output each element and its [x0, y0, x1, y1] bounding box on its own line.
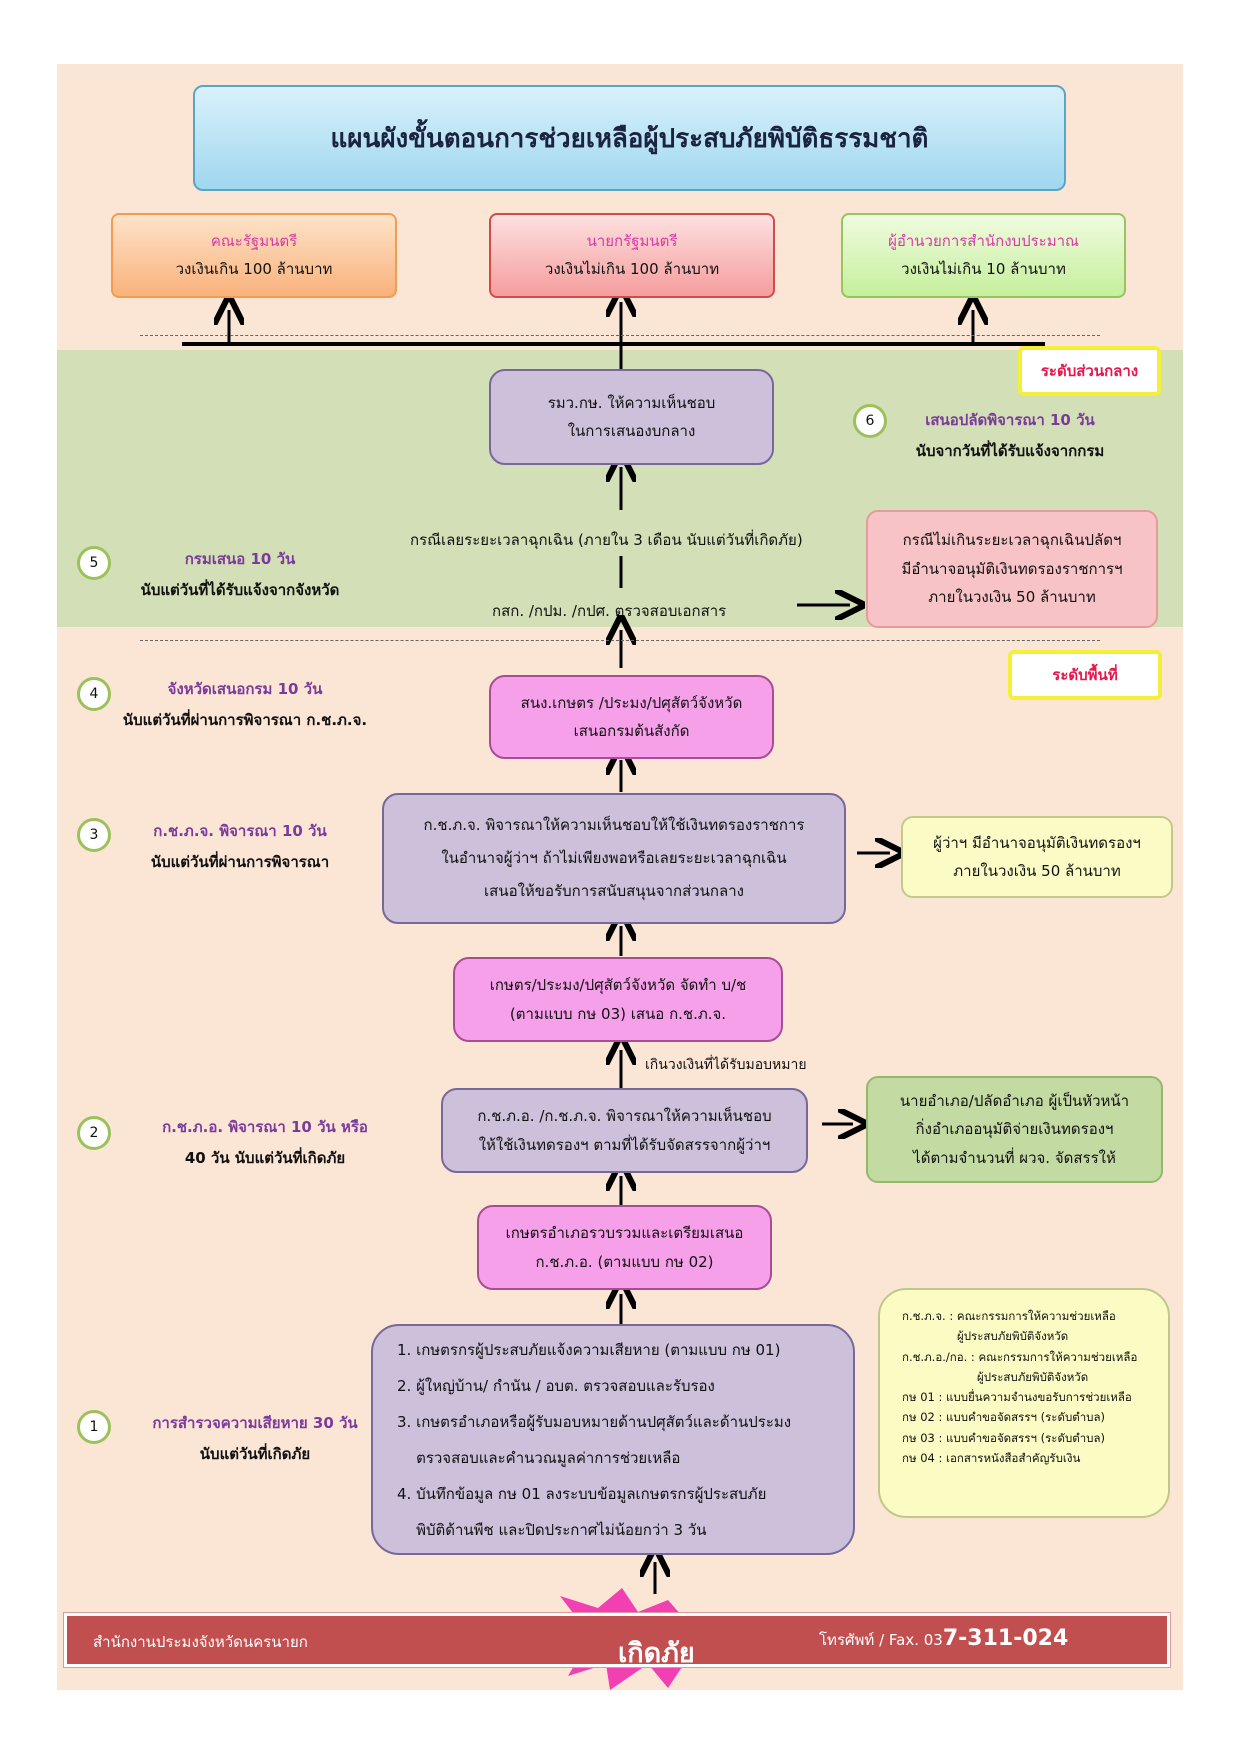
legend-item: ผู้ประสบภัยพิบัติจังหวัด — [957, 1329, 1069, 1344]
local-level-badge: ระดับพื้นที่ — [1008, 650, 1162, 700]
approver-limit: วงเงินไม่เกิน 100 ล้านบาท — [544, 259, 720, 278]
step-subtitle: นับจากวันที่ได้รับแจ้งจากกรม — [915, 441, 1105, 460]
box-line: มีอำนาจอนุมัติเงินทดรองราชการฯ — [901, 559, 1123, 578]
approver-limit: วงเงินไม่เกิน 10 ล้านบาท — [901, 259, 1066, 278]
box-line: ภายในวงเงิน 50 ล้านบาท — [928, 588, 1096, 607]
step-number: 5 — [77, 546, 111, 580]
step-title: ก.ช.ภ.อ. พิจารณา 10 วัน หรือ — [162, 1118, 368, 1136]
approver-cabinet: คณะรัฐมนตรี วงเงินเกิน 100 ล้านบาท — [111, 213, 397, 298]
survey-line: 3. เกษตรอำเภอหรือผู้รับมอบหมายด้านปศุสัต… — [397, 1412, 792, 1431]
box-line: (ตามแบบ กษ 03) เสนอ ก.ช.ภ.จ. — [509, 1004, 727, 1023]
province-submit-box: สนง.เกษตร /ประมง/ปศุสัตว์จังหวัด เสนอกรม… — [489, 675, 774, 759]
approver-name: นายกรัฐมนตรี — [586, 231, 678, 250]
legend-item: กษ 03 : แบบคำขอจัดสรรฯ (ระดับตำบล) — [902, 1430, 1106, 1445]
box-line: ก.ช.ภ.อ. /ก.ช.ภ.จ. พิจารณาให้ความเห็นชอบ — [477, 1107, 772, 1125]
step-1-label: การสำรวจความเสียหาย 30 วัน นับแต่วันที่เ… — [120, 1408, 390, 1470]
step-title: จังหวัดเสนอกรม 10 วัน — [167, 680, 323, 698]
divider-middle — [140, 640, 1100, 641]
step-number: 4 — [77, 677, 111, 711]
step-subtitle: นับแต่วันที่ผ่านการพิจารณา — [150, 852, 330, 871]
box-line: ก.ช.ภ.จ. พิจารณาให้ความเห็นชอบให้ใช้เงิน… — [423, 816, 805, 834]
phone-label: โทรศัพท์ / Fax. 03 — [819, 1631, 943, 1649]
approver-name: ผู้อำนวยการสำนักงบประมาณ — [888, 231, 1079, 250]
step-6-label: เสนอปลัดพิจารณา 10 วัน นับจากวันที่ได้รั… — [890, 405, 1130, 467]
step-title: เสนอปลัดพิจารณา 10 วัน — [925, 411, 1095, 429]
step-subtitle: นับแต่วันที่เกิดภัย — [199, 1444, 311, 1463]
step-4-label: จังหวัดเสนอกรม 10 วัน นับแต่วันที่ผ่านกา… — [110, 674, 380, 736]
within-emergency-box: กรณีไม่เกินระยะเวลาฉุกเฉินปลัดฯ มีอำนาจอ… — [866, 510, 1158, 628]
emergency-note: กรณีเลยระยะเวลาฉุกเฉิน (ภายใน 3 เดือน นั… — [410, 531, 803, 549]
office-name: สำนักงานประมงจังหวัดนครนายก — [93, 1633, 308, 1651]
box-line: นายอำเภอ/ปลัดอำเภอ ผู้เป็นหัวหน้า — [899, 1091, 1130, 1110]
box-line: ในการเสนองบกลาง — [567, 422, 696, 440]
box-line: กรณีไม่เกินระยะเวลาฉุกเฉินปลัดฯ — [902, 531, 1122, 550]
box-line: ก.ช.ภ.อ. (ตามแบบ กษ 02) — [535, 1252, 714, 1271]
approver-limit: วงเงินเกิน 100 ล้านบาท — [175, 259, 333, 278]
step-number: 3 — [77, 818, 111, 852]
box-line: ในอำนาจผู้ว่าฯ ถ้าไม่เพียงพอหรือเลยระยะเ… — [441, 849, 787, 867]
disaster-label: เกิดภัย — [618, 1638, 695, 1669]
province-prepare-box: เกษตร/ประมง/ปศุสัตว์จังหวัด จัดทำ บ/ช (ต… — [453, 957, 783, 1042]
step-subtitle: นับแต่วันที่ผ่านการพิจารณา ก.ช.ภ.จ. — [122, 710, 368, 729]
box-line: ภายในวงเงิน 50 ล้านบาท — [953, 862, 1121, 880]
box-line: เกษตร/ประมง/ปศุสัตว์จังหวัด จัดทำ บ/ช — [489, 976, 747, 994]
central-level-badge: ระดับส่วนกลาง — [1018, 346, 1161, 396]
box-line: ได้ตามจำนวนที่ ผวจ. จัดสรรให้ — [913, 1148, 1116, 1167]
step-title: กรมเสนอ 10 วัน — [184, 550, 296, 568]
approver-name: คณะรัฐมนตรี — [210, 231, 298, 250]
step-number: 6 — [853, 404, 887, 438]
survey-line: พิบัติด้านพืช และปิดประกาศไม่น้อยกว่า 3 … — [397, 1520, 707, 1539]
survey-line: 2. ผู้ใหญ่บ้าน/ กำนัน / อบต. ตรวจสอบและร… — [397, 1376, 715, 1395]
step-subtitle: 40 วัน นับแต่วันที่เกิดภัย — [184, 1148, 346, 1167]
district-collect-box: เกษตรอำเภอรวบรวมและเตรียมเสนอ ก.ช.ภ.อ. (… — [477, 1205, 772, 1290]
step-title: ก.ช.ภ.จ. พิจารณา 10 วัน — [153, 822, 327, 840]
approver-prime-minister: นายกรัฐมนตรี วงเงินไม่เกิน 100 ล้านบาท — [489, 213, 775, 298]
legend-item: กษ 02 : แบบคำขอจัดสรรฯ (ระดับตำบล) — [902, 1410, 1106, 1425]
legend-item: กษ 04 : เอกสารหนังสือสำคัญรับเงิน — [902, 1450, 1081, 1465]
over-budget-note: เกินวงเงินที่ได้รับมอบหมาย — [645, 1057, 807, 1073]
contact-phone: โทรศัพท์ / Fax. 037-311-024 — [819, 1626, 1068, 1652]
survey-line: 4. บันทึกข้อมูล กษ 01 ลงระบบข้อมูลเกษตรก… — [397, 1484, 767, 1503]
kchpa-consider-box: ก.ช.ภ.อ. /ก.ช.ภ.จ. พิจารณาให้ความเห็นชอบ… — [441, 1088, 808, 1173]
step-number: 2 — [77, 1116, 111, 1150]
box-line: สนง.เกษตร /ประมง/ปศุสัตว์จังหวัด — [520, 693, 743, 712]
abbreviation-legend: ก.ช.ภ.จ. : คณะกรรมการให้ความช่วยเหลือ ผู… — [878, 1288, 1170, 1518]
box-line: เสนอให้ขอรับการสนับสนุนจากส่วนกลาง — [484, 882, 744, 900]
kchpj-consider-box: ก.ช.ภ.จ. พิจารณาให้ความเห็นชอบให้ใช้เงิน… — [382, 793, 846, 924]
step-3-label: ก.ช.ภ.จ. พิจารณา 10 วัน นับแต่วันที่ผ่าน… — [110, 816, 370, 878]
step-title: การสำรวจความเสียหาย 30 วัน — [152, 1414, 358, 1432]
step-2-label: ก.ช.ภ.อ. พิจารณา 10 วัน หรือ 40 วัน นับแ… — [130, 1112, 400, 1174]
box-line: ผู้ว่าฯ มีอำนาจอนุมัติเงินทดรองฯ — [933, 833, 1141, 852]
step-subtitle: นับแต่วันที่ได้รับแจ้งจากจังหวัด — [140, 580, 340, 599]
step-number: 1 — [77, 1410, 111, 1444]
box-line: เสนอกรมต้นสังกัด — [573, 722, 690, 740]
survey-line: ตรวจสอบและคำนวณมูลค่าการช่วยเหลือ — [397, 1448, 681, 1467]
legend-item: ก.ช.ภ.อ./กอ. : คณะกรรมการให้ความช่วยเหลื… — [902, 1349, 1138, 1364]
step-5-label: กรมเสนอ 10 วัน นับแต่วันที่ได้รับแจ้งจาก… — [110, 544, 370, 606]
minister-approval-box: รมว.กษ. ให้ความเห็นชอบ ในการเสนองบกลาง — [489, 369, 774, 465]
survey-line: 1. เกษตรกรผู้ประสบภัยแจ้งความเสียหาย (ตา… — [397, 1340, 781, 1359]
legend-item: กษ 01 : แบบยื่นความจำนงขอรับการช่วยเหลือ — [902, 1390, 1132, 1404]
governor-box: ผู้ว่าฯ มีอำนาจอนุมัติเงินทดรองฯ ภายในวง… — [901, 816, 1173, 898]
box-line: รมว.กษ. ให้ความเห็นชอบ — [547, 393, 716, 412]
survey-steps-box: 1. เกษตรกรผู้ประสบภัยแจ้งความเสียหาย (ตา… — [371, 1324, 855, 1555]
legend-item: ก.ช.ภ.จ. : คณะกรรมการให้ความช่วยเหลือ — [902, 1309, 1116, 1323]
district-chief-box: นายอำเภอ/ปลัดอำเภอ ผู้เป็นหัวหน้า กิ่งอำ… — [866, 1076, 1163, 1183]
page-title: แผนผังขั้นตอนการช่วยเหลือผู้ประสบภัยพิบั… — [193, 85, 1066, 191]
footer-bar: สำนักงานประมงจังหวัดนครนายก โทรศัพท์ / F… — [64, 1613, 1170, 1667]
check-documents-note: กสก. /กปม. /กปศ. ตรวจสอบเอกสาร — [492, 602, 727, 620]
box-line: ให้ใช้เงินทดรองฯ ตามที่ได้รับจัดสรรจากผู… — [478, 1135, 771, 1154]
phone-number: 7-311-024 — [942, 1626, 1069, 1651]
approver-budget-bureau: ผู้อำนวยการสำนักงบประมาณ วงเงินไม่เกิน 1… — [841, 213, 1126, 298]
divider-top — [140, 335, 1100, 336]
box-line: กิ่งอำเภออนุมัติจ่ายเงินทดรองฯ — [915, 1120, 1114, 1139]
box-line: เกษตรอำเภอรวบรวมและเตรียมเสนอ — [505, 1224, 744, 1242]
legend-item: ผู้ประสบภัยพิบัติจังหวัด — [977, 1369, 1089, 1384]
